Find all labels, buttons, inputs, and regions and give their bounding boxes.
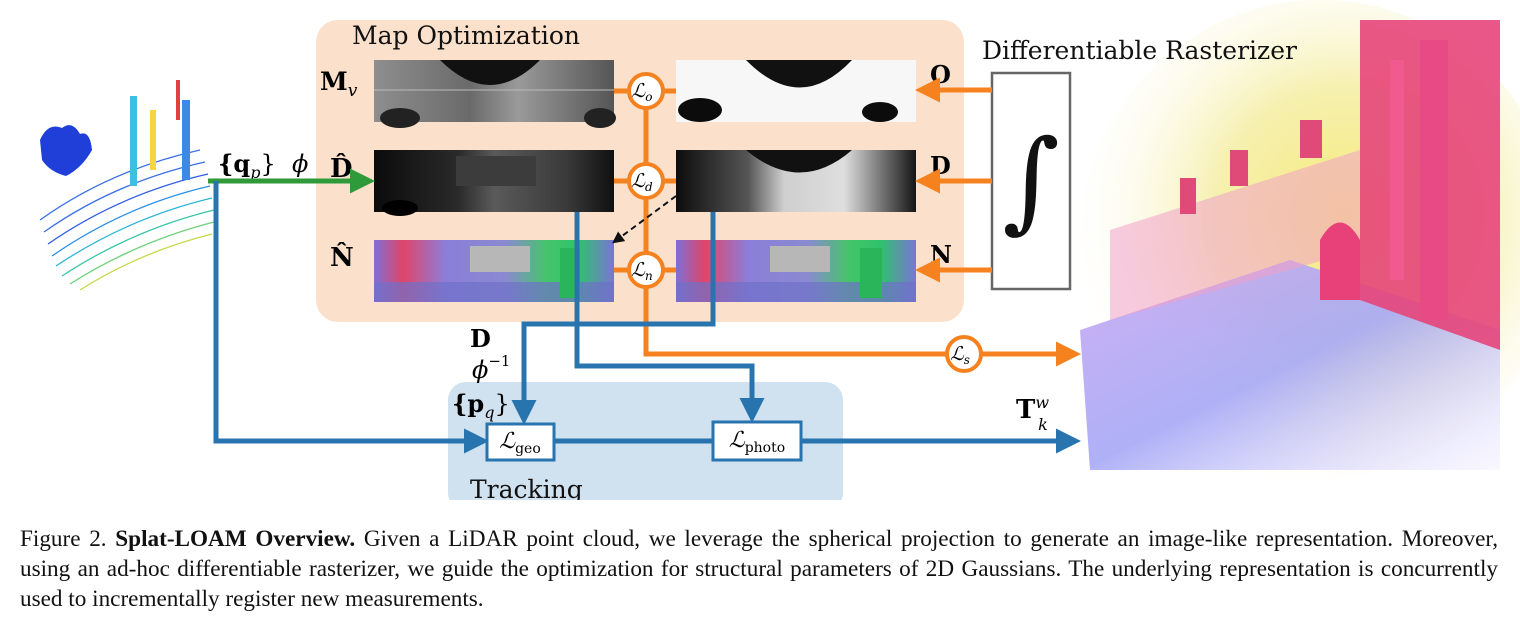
svg-text:ℒgeo: ℒgeo: [499, 429, 541, 457]
integral-icon: ∫: [1002, 116, 1059, 244]
raster-output-normal: N: [930, 240, 952, 269]
reconstruction-render: [1080, 0, 1520, 480]
loss-opacity: ℒo: [627, 72, 665, 110]
point-cloud-pillar-2: [150, 110, 156, 170]
loss-photo: ℒphoto: [711, 420, 803, 462]
lidar-point-cloud: [39, 80, 215, 291]
inverse-projection-label: ϕ−1: [472, 352, 510, 384]
svg-text:ℒd: ℒd: [631, 170, 653, 194]
row-label-depth-hat: D̂: [330, 153, 353, 184]
input-points-label: {qp}: [218, 149, 276, 182]
point-cloud-pillar-1: [130, 96, 137, 186]
caption-text: Given a LiDAR point cloud, we leverage t…: [20, 526, 1499, 612]
depth-output-label: D: [470, 324, 491, 353]
image-depth-right: [676, 150, 916, 212]
loss-geo: ℒgeo: [485, 422, 556, 462]
svg-text:ℒphoto: ℒphoto: [729, 428, 785, 456]
loss-smooth: ℒs: [945, 335, 983, 373]
caption-title: Splat-LOAM Overview.: [115, 526, 356, 552]
loss-normal: ℒn: [627, 251, 665, 289]
depth-to-normal-dashed-arrow: [612, 195, 677, 244]
reconstruction-window-3: [1300, 120, 1322, 158]
image-opacity-right: [676, 60, 916, 122]
row-label-normal-hat: N̂: [330, 242, 354, 273]
rasterizer-box: [990, 71, 1072, 291]
rasterizer-title: Differentiable Rasterizer: [982, 36, 1297, 65]
row-label-mask: Mv: [320, 67, 358, 101]
svg-text:ℒs: ℒs: [950, 343, 970, 367]
rasterizer-output-arrows: [915, 77, 992, 283]
figure-caption: Figure 2. Splat-LOAM Overview. Given a L…: [20, 524, 1498, 614]
reconstruction-wall-left: [1110, 150, 1360, 320]
svg-text:ℒn: ℒn: [631, 259, 652, 283]
image-mask-left: [374, 60, 616, 128]
svg-text:ℒo: ℒo: [632, 80, 653, 104]
tracking-title: Tracking: [470, 475, 583, 500]
point-cloud-object: [40, 125, 92, 176]
reconstruction-pillar-2: [1390, 60, 1404, 280]
overview-diagram: Map Optimization Tracking Mv: [39, 0, 1520, 500]
reconstruction-window-2: [1230, 150, 1248, 186]
raster-output-depth: D: [930, 151, 951, 180]
projection-label: ϕ: [292, 150, 308, 178]
image-normal-right: [676, 240, 916, 302]
point-cloud-pillar-4: [176, 80, 180, 120]
reconstruction-pillar: [1420, 40, 1448, 320]
query-points-label: {pq}: [452, 389, 510, 422]
map-optimization-title: Map Optimization: [352, 21, 580, 50]
reconstruction-arch: [1320, 222, 1360, 300]
reconstruction-window-1: [1180, 178, 1196, 214]
raster-output-opacity: O: [930, 60, 951, 89]
point-cloud-pillar-3: [182, 100, 190, 180]
loss-depth: ℒd: [627, 162, 665, 200]
tracking-connections: [213, 181, 1081, 454]
caption-prefix: Figure 2.: [20, 526, 107, 552]
image-depth-left: [374, 150, 614, 216]
